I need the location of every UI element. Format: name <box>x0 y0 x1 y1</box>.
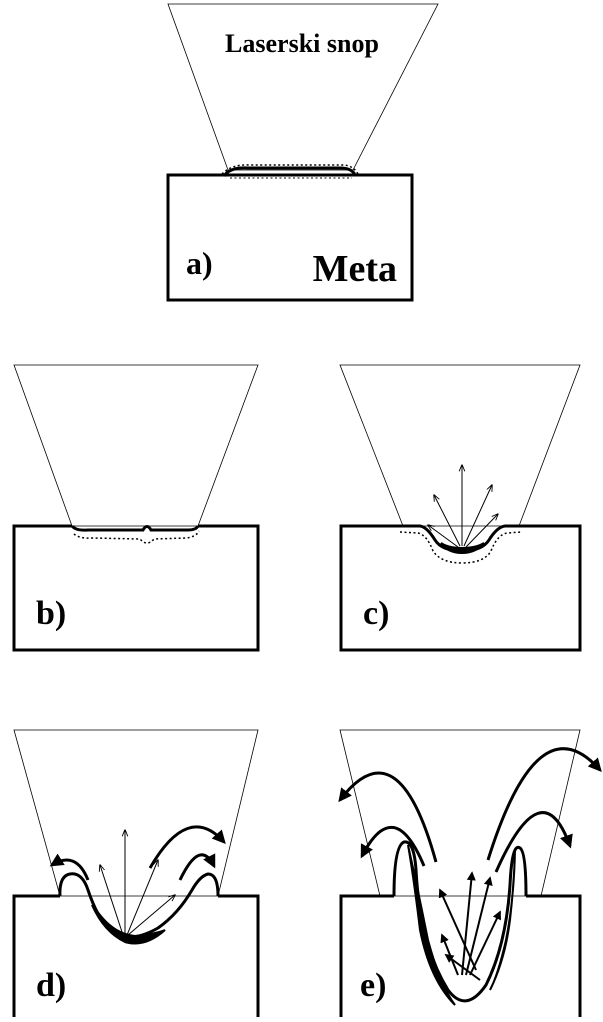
crater-surface <box>394 842 526 1001</box>
panel-label-e: e) <box>360 967 386 1004</box>
panel-e: e) <box>340 730 600 1017</box>
vapor-arrows <box>428 465 498 547</box>
molten-layer <box>92 905 165 944</box>
vapor-arrows <box>440 873 500 980</box>
panel-b: b) <box>14 365 258 650</box>
laser-beam-cone <box>340 365 580 526</box>
panel-a: Laserski snop a) Meta <box>168 4 438 300</box>
panel-d: d) <box>14 730 258 1017</box>
vapor-arrow <box>440 890 476 970</box>
panel-label-d: d) <box>36 967 66 1004</box>
panel-label-b: b) <box>36 595 66 632</box>
melt-surface <box>72 526 198 530</box>
panel-label-c: c) <box>363 595 389 632</box>
heated-zone-boundary <box>74 531 199 543</box>
vapor-arrow <box>464 485 492 546</box>
ejection-arrow <box>180 855 214 880</box>
beam-label: Laserski snop <box>225 29 379 58</box>
melt-ejection-arrows <box>52 827 224 880</box>
target-label: Meta <box>313 248 397 290</box>
panel-label-a: a) <box>186 245 213 281</box>
vapor-arrow <box>442 935 458 975</box>
laser-beam-cone <box>14 365 258 526</box>
vapor-arrow <box>127 860 158 935</box>
laser-beam-cone <box>14 730 258 896</box>
ejection-arrow <box>340 773 436 862</box>
ejection-arrow <box>496 813 570 872</box>
panel-c: c) <box>340 365 580 650</box>
ejection-arrow <box>488 749 600 860</box>
